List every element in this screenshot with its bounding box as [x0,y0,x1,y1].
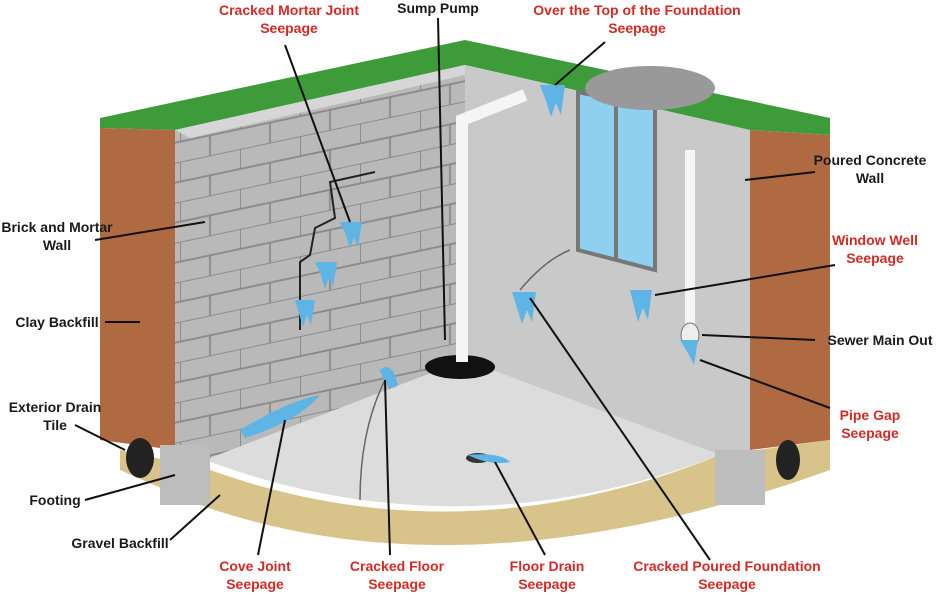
label-clay-backfill: Clay Backfill [15,314,98,330]
poured-concrete-wall [465,65,750,455]
sump-pump-pipe [456,89,528,362]
label-gravel-backfill: Gravel Backfill [71,535,168,551]
clay-backfill-left [100,128,175,450]
wall-top-left [175,65,465,138]
footing-right [715,450,765,505]
callout-arrows [74,17,836,561]
clay-backfill-right [750,130,830,450]
label-footing: Footing [29,492,80,508]
footing-left [160,445,210,505]
label-sewer-main-out: Sewer Main Out [827,332,932,348]
water-seepage-marks [240,85,698,464]
basement-floor [205,360,720,507]
window-well [585,66,715,110]
sump-pit [425,355,495,379]
label-sump-pump: Sump Pump [397,0,479,16]
drain-tile-right [776,440,800,480]
drain-tile-left [126,438,154,478]
gravel-backfill [120,440,830,546]
